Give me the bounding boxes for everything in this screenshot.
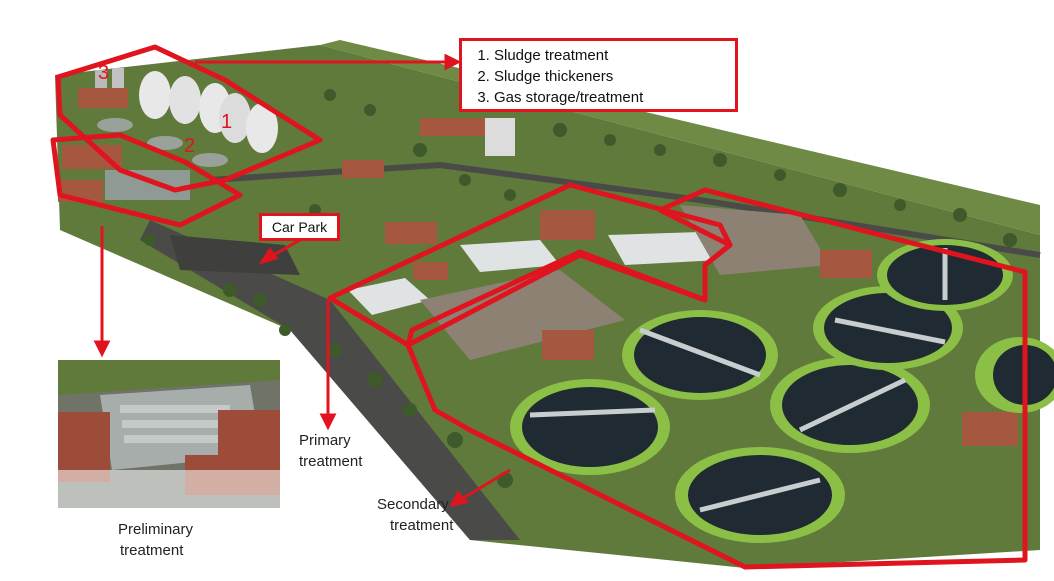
admin-building [420,118,485,136]
secondary-treatment-label-line1: Secondary [377,496,449,513]
building-mid [342,160,384,178]
legend-item-2: Sludge thickeners [494,66,727,87]
sludge-legend-box: Sludge treatment Sludge thickeners Gas s… [459,38,738,112]
sludge-legend-list: Sludge treatment Sludge thickeners Gas s… [470,45,727,108]
sludge-building [78,88,128,108]
building-secondary [542,330,594,360]
main-road [140,220,520,540]
secondary-area-outline [405,187,1028,570]
primary-treatment-label-line1: Primary [299,432,351,449]
primary-sheds [348,232,720,315]
sludge-area-outline [55,44,323,193]
sludge-digesters [139,71,278,153]
trees [144,89,1017,488]
marker-1: 1 [221,111,233,133]
primary-treatment-label-line2: treatment [299,453,363,470]
preliminary-area-outline [50,132,243,228]
grit-channels [105,170,190,200]
admin-tower [485,118,515,156]
building-small [413,262,448,280]
legend-item-3: Gas storage/treatment [494,87,727,108]
building-block [540,210,595,240]
legend-item-1: Sludge treatment [494,45,727,66]
building-far-right [962,412,1018,446]
clarifier-bridges [529,248,948,513]
marker-2: 2 [184,135,196,157]
callout-arrows [93,53,511,508]
sludge-thickener-tanks [97,118,228,167]
building-right [820,250,872,278]
preliminary-treatment-label-line2: treatment [120,542,184,559]
car-park-lot [170,235,300,275]
car-park-label: Car Park [259,213,340,241]
building-car-park [385,222,437,244]
secondary-treatment-label-line2: treatment [390,517,454,534]
marker-3: 3 [98,62,110,84]
preliminary-inset [58,360,280,508]
gas-holders [95,68,124,92]
preliminary-treatment-label-line1: Preliminary [118,521,194,538]
